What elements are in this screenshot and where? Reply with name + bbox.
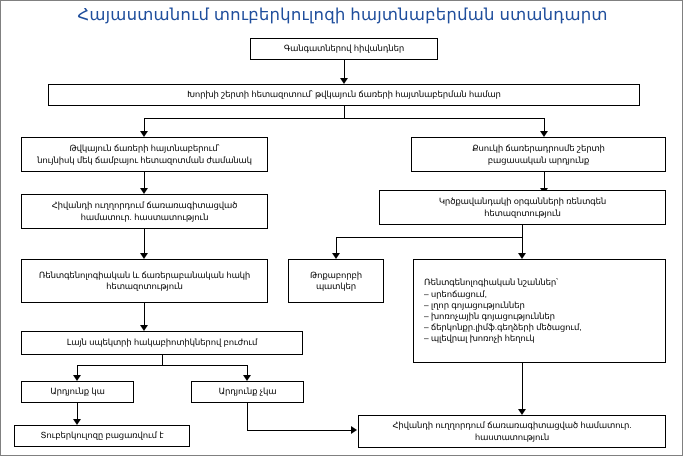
- node-referral-specialized-1: Հիվանդի ուղղորդում ճառառագիտացված համատո…: [21, 194, 268, 229]
- connector-n2-split: [144, 118, 544, 119]
- node-complaints-patients: Գանգատներով հիվանդներ: [250, 38, 438, 60]
- node-tb-excluded: Տուբերկուլոզը բացառվում է: [14, 425, 190, 447]
- node-referral-specialized-2: Հիվանդի ուղղորդում ճառառագիտացված համատո…: [358, 415, 666, 448]
- arrowhead-n1-n2: [340, 78, 348, 84]
- connector-n11-n13: [77, 403, 78, 421]
- arrowhead-n7-n10: [140, 325, 148, 331]
- node-pneumonia-picture: Թոքաբորբի պատկեր: [288, 259, 384, 303]
- arrowhead-n10-n11: [73, 375, 81, 381]
- arrowhead-n6-n8: [332, 253, 340, 259]
- node-result-yes: Արդյունք կա: [21, 381, 134, 403]
- arrowhead-n3-n5: [140, 188, 148, 194]
- arrowhead-n9-n14: [518, 409, 526, 415]
- connector-n1-n2: [344, 60, 345, 80]
- connector-n7-n10: [144, 303, 145, 327]
- arrowhead-n2-n4: [540, 131, 548, 137]
- node-radiological-signs: Ռենտգենոլոգիական նշաններ՝ – սրեոճացում, …: [413, 259, 666, 363]
- arrowhead-n12-n14: [351, 426, 357, 434]
- connector-n5-n7: [144, 229, 145, 255]
- connector-n3-n5: [144, 172, 145, 190]
- page-title: Հայաստանում տուբերկուլոզի հայտնաբերման ս…: [77, 6, 608, 24]
- connector-n2-stem: [344, 106, 345, 118]
- node-radiological-bacteriological: Ռենտգենոլոգիական և ճառերաբանական հակի հե…: [21, 259, 268, 303]
- connector-n4-n6: [544, 172, 545, 190]
- connector-n6-stem: [522, 225, 523, 237]
- node-negative-smear-result: Քսուկի ճառերադրոսմե շերտի բացասական արդյ…: [411, 137, 666, 172]
- connector-n6-right-drop: [522, 237, 523, 255]
- arrowhead-n6-n9: [518, 253, 526, 259]
- connector-n9-n14: [522, 363, 523, 411]
- node-result-no: Արդյունք չկա: [191, 381, 304, 403]
- arrowhead-n2-n3: [140, 131, 148, 137]
- node-broad-spectrum-antibiotics: Լայն սպեկտրի հակաբիոտիկներով բուժում: [21, 331, 303, 355]
- arrowhead-n5-n7: [140, 253, 148, 259]
- node-chest-xray: Կրծքավանդակի օրգանների ռենտգեն հետազոտու…: [379, 190, 666, 225]
- arrowhead-n10-n12: [243, 375, 251, 381]
- connector-n10-right-drop: [247, 365, 248, 377]
- node-acid-fast-bacilli-found: Թվկայուն ճառերի հայտնաբերում՝ նույնիսկ մ…: [21, 137, 268, 172]
- connector-n12-drop: [247, 403, 248, 430]
- connector-n2-right-drop: [544, 118, 545, 133]
- connector-n10-stem: [162, 355, 163, 365]
- connector-n2-left-drop: [144, 118, 145, 133]
- connector-n10-split: [77, 365, 247, 366]
- connector-n10-left-drop: [77, 365, 78, 377]
- connector-n6-split: [336, 237, 523, 238]
- connector-n12-n14: [247, 430, 353, 431]
- node-sputum-examination: Խորխի շերտի հետազոտում՝ թվկայուն ճառերի …: [48, 84, 640, 106]
- arrowhead-n11-n13: [73, 419, 81, 425]
- connector-n6-left-drop: [336, 237, 337, 255]
